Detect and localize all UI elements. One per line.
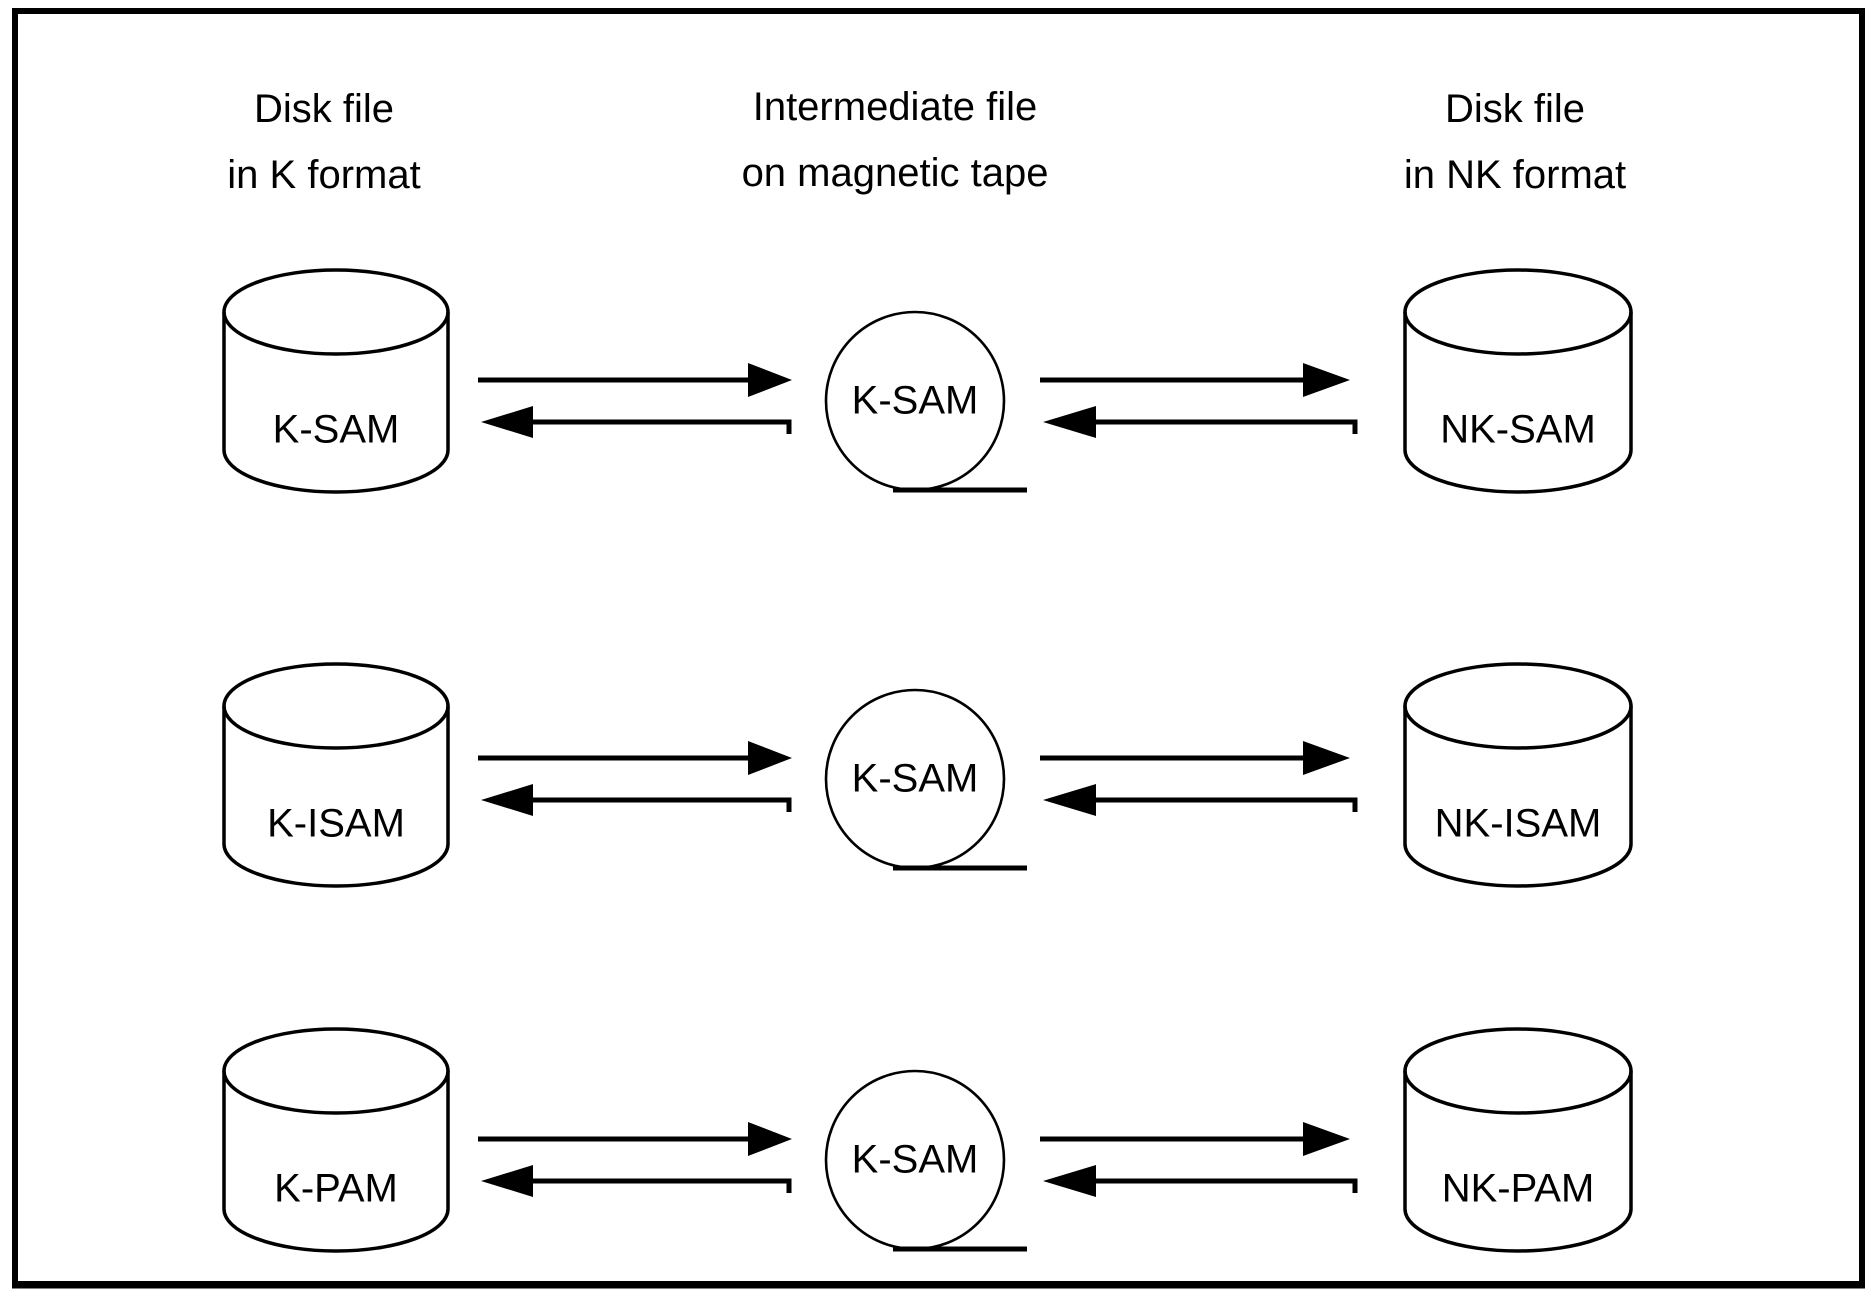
arrow-left-shaft (533, 419, 792, 434)
cylinder-top-ellipse (222, 268, 450, 356)
cylinder-top-ellipse (222, 662, 450, 750)
row-3-left-arrows (478, 1122, 792, 1197)
arrow-right-head (1303, 741, 1350, 775)
row-3-tape-label: K-SAM (851, 1137, 979, 1182)
arrow-left-head (481, 1165, 533, 1197)
row-3-shapes (222, 1027, 1633, 1253)
row-1-right-disk-cylinder-icon (1403, 268, 1633, 494)
row-2-tape-reel-icon (824, 688, 1027, 871)
cylinder-top-ellipse (1403, 1027, 1633, 1115)
row-2-right-disk-cylinder-icon (1403, 662, 1633, 888)
arrow-left-shaft (533, 1178, 792, 1193)
arrow-left-head (1043, 406, 1096, 438)
column-header-k-format: Disk file in K format (227, 76, 420, 208)
arrow-left-head (1043, 784, 1096, 816)
arrow-left-shaft (1096, 419, 1358, 434)
row-3-right-disk-label: NK-PAM (1441, 1166, 1595, 1211)
row-2-right-disk-label: NK-ISAM (1434, 801, 1602, 846)
row-2-left-arrows (478, 741, 792, 816)
header-line-2: on magnetic tape (741, 151, 1049, 195)
header-line-2: in K format (227, 153, 421, 197)
cylinder-body (1403, 1071, 1633, 1253)
arrow-left-shaft (1096, 1178, 1358, 1193)
header-line-1: Disk file (1444, 87, 1586, 131)
row-2-shapes (222, 662, 1633, 888)
cylinder-top-ellipse (222, 1027, 450, 1115)
arrow-left-head (481, 784, 533, 816)
cylinder-body (1403, 706, 1633, 888)
arrow-left-shaft (533, 797, 792, 812)
cylinder-body (1403, 312, 1633, 494)
arrow-left-head (1043, 1165, 1096, 1197)
cylinder-top-ellipse (1403, 268, 1633, 356)
header-line-2: in NK format (1403, 153, 1627, 197)
arrow-right-head (1303, 1122, 1350, 1156)
row-1-left-arrows (478, 363, 792, 438)
row-3-left-disk-cylinder-icon (222, 1027, 450, 1253)
row-1-right-arrows (1040, 363, 1358, 438)
row-2-left-disk-cylinder-icon (222, 662, 450, 888)
header-line-1: Disk file (253, 87, 395, 131)
cylinder-top-ellipse (1403, 662, 1633, 750)
row-3-left-disk-label: K-PAM (274, 1166, 398, 1211)
row-1-left-disk-label: K-SAM (272, 407, 400, 452)
row-1-tape-reel-icon (824, 310, 1027, 493)
row-3-right-arrows (1040, 1122, 1358, 1197)
row-2-right-arrows (1040, 741, 1358, 816)
arrow-right-head (748, 363, 792, 397)
row-1-right-disk-label: NK-SAM (1440, 407, 1596, 452)
column-header-intermediate: Intermediate file on magnetic tape (742, 74, 1049, 206)
arrow-right-head (748, 741, 792, 775)
column-header-nk-format: Disk file in NK format (1404, 76, 1626, 208)
arrow-left-head (481, 406, 533, 438)
header-line-1: Intermediate file (752, 85, 1038, 129)
cylinder-body (222, 706, 450, 888)
row-3-tape-reel-icon (824, 1069, 1027, 1252)
arrow-left-shaft (1096, 797, 1358, 812)
row-1-tape-label: K-SAM (851, 378, 979, 423)
row-1-shapes (222, 268, 1633, 494)
row-2-tape-label: K-SAM (851, 756, 979, 801)
row-3-right-disk-cylinder-icon (1403, 1027, 1633, 1253)
arrow-right-head (1303, 363, 1350, 397)
row-2-left-disk-label: K-ISAM (267, 801, 405, 846)
arrow-right-head (748, 1122, 792, 1156)
cylinder-body (222, 312, 450, 494)
figure-border (12, 8, 1865, 1289)
cylinder-body (222, 1071, 450, 1253)
row-1-left-disk-cylinder-icon (222, 268, 450, 494)
